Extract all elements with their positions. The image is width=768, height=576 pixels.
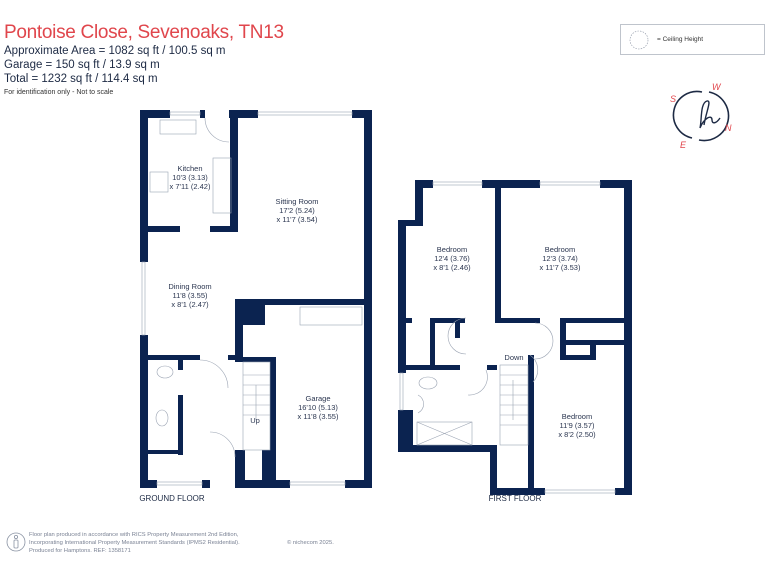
compass-n: N <box>725 123 732 133</box>
disclaimer: For identification only - Not to scale <box>4 89 114 96</box>
shower-tray <box>416 421 473 446</box>
legend-label: = Ceiling Height <box>657 36 704 43</box>
copyright: © nichecom 2025. <box>287 540 334 546</box>
bedroom-3-dim2: x 8'2 (2.50) <box>558 430 596 439</box>
bedroom-1-label: Bedroom <box>437 245 467 254</box>
stairs-up-label: Up <box>250 416 260 425</box>
ceiling-height-legend: = Ceiling Height <box>620 24 765 55</box>
kitchen-dim1: 10'3 (3.13) <box>172 173 208 182</box>
garage-label: Garage <box>305 394 330 403</box>
stairs-up <box>149 117 363 458</box>
compass-e: E <box>680 140 687 150</box>
first-floor-label: FIRST FLOOR <box>489 494 542 503</box>
kitchen-label: Kitchen <box>177 164 202 173</box>
first-floor-plan: Bedroom 12'4 (3.76) x 8'1 (2.46) Bedroom… <box>398 180 632 503</box>
sitting-room-dim2: x 11'7 (3.54) <box>277 215 318 224</box>
footer-line-1: Floor plan produced in accordance with R… <box>29 532 239 538</box>
property-title: Pontoise Close, Sevenoaks, TN13 <box>4 22 284 43</box>
compass-w: W <box>712 82 722 92</box>
bedroom-2-dim2: x 11'7 (3.53) <box>540 263 581 272</box>
garage-area: Garage = 150 sq ft / 13.9 sq m <box>4 59 160 71</box>
person-icon <box>6 532 26 552</box>
compass-icon: W S N E <box>670 82 732 150</box>
ceiling-height-circle-icon <box>629 30 649 50</box>
ground-floor-label: GROUND FLOOR <box>139 494 205 503</box>
dining-room-dim1: 11'8 (3.55) <box>172 291 208 300</box>
window <box>257 111 353 116</box>
bedroom-1-dim1: 12'4 (3.76) <box>434 254 470 263</box>
approximate-area: Approximate Area = 1082 sq ft / 100.5 sq… <box>4 45 226 57</box>
bedroom-3-dim1: 11'9 (3.57) <box>559 421 595 430</box>
dining-room-dim2: x 8'1 (2.47) <box>171 300 209 309</box>
sitting-room-label: Sitting Room <box>276 197 319 206</box>
bedroom-2-label: Bedroom <box>545 245 575 254</box>
garage-dim1: 16'10 (5.13) <box>298 403 338 412</box>
compass-s: S <box>670 94 676 104</box>
footer-line-2: Incorporating International Property Mea… <box>29 540 240 546</box>
garage-dim2: x 11'8 (3.55) <box>298 412 339 421</box>
window <box>169 111 201 116</box>
dining-room-label: Dining Room <box>168 282 211 291</box>
bedroom-2-dim1: 12'3 (3.74) <box>542 254 578 263</box>
footer: Floor plan produced in accordance with R… <box>29 531 334 555</box>
bedroom-3-label: Bedroom <box>562 412 592 421</box>
footer-line-3: Produced for Hamptons. REF: 1358171 <box>29 548 131 554</box>
stairs-down-label: Down <box>504 353 523 362</box>
kitchen-dim2: x 7'11 (2.42) <box>170 182 211 191</box>
bedroom-1-dim2: x 8'1 (2.46) <box>433 263 471 272</box>
sitting-room-dim1: 17'2 (5.24) <box>279 206 315 215</box>
stairs-down <box>416 317 554 446</box>
total-area: Total = 1232 sq ft / 114.4 sq m <box>4 73 158 85</box>
ground-floor-plan: Kitchen 10'3 (3.13) x 7'11 (2.42) Sittin… <box>139 110 372 503</box>
